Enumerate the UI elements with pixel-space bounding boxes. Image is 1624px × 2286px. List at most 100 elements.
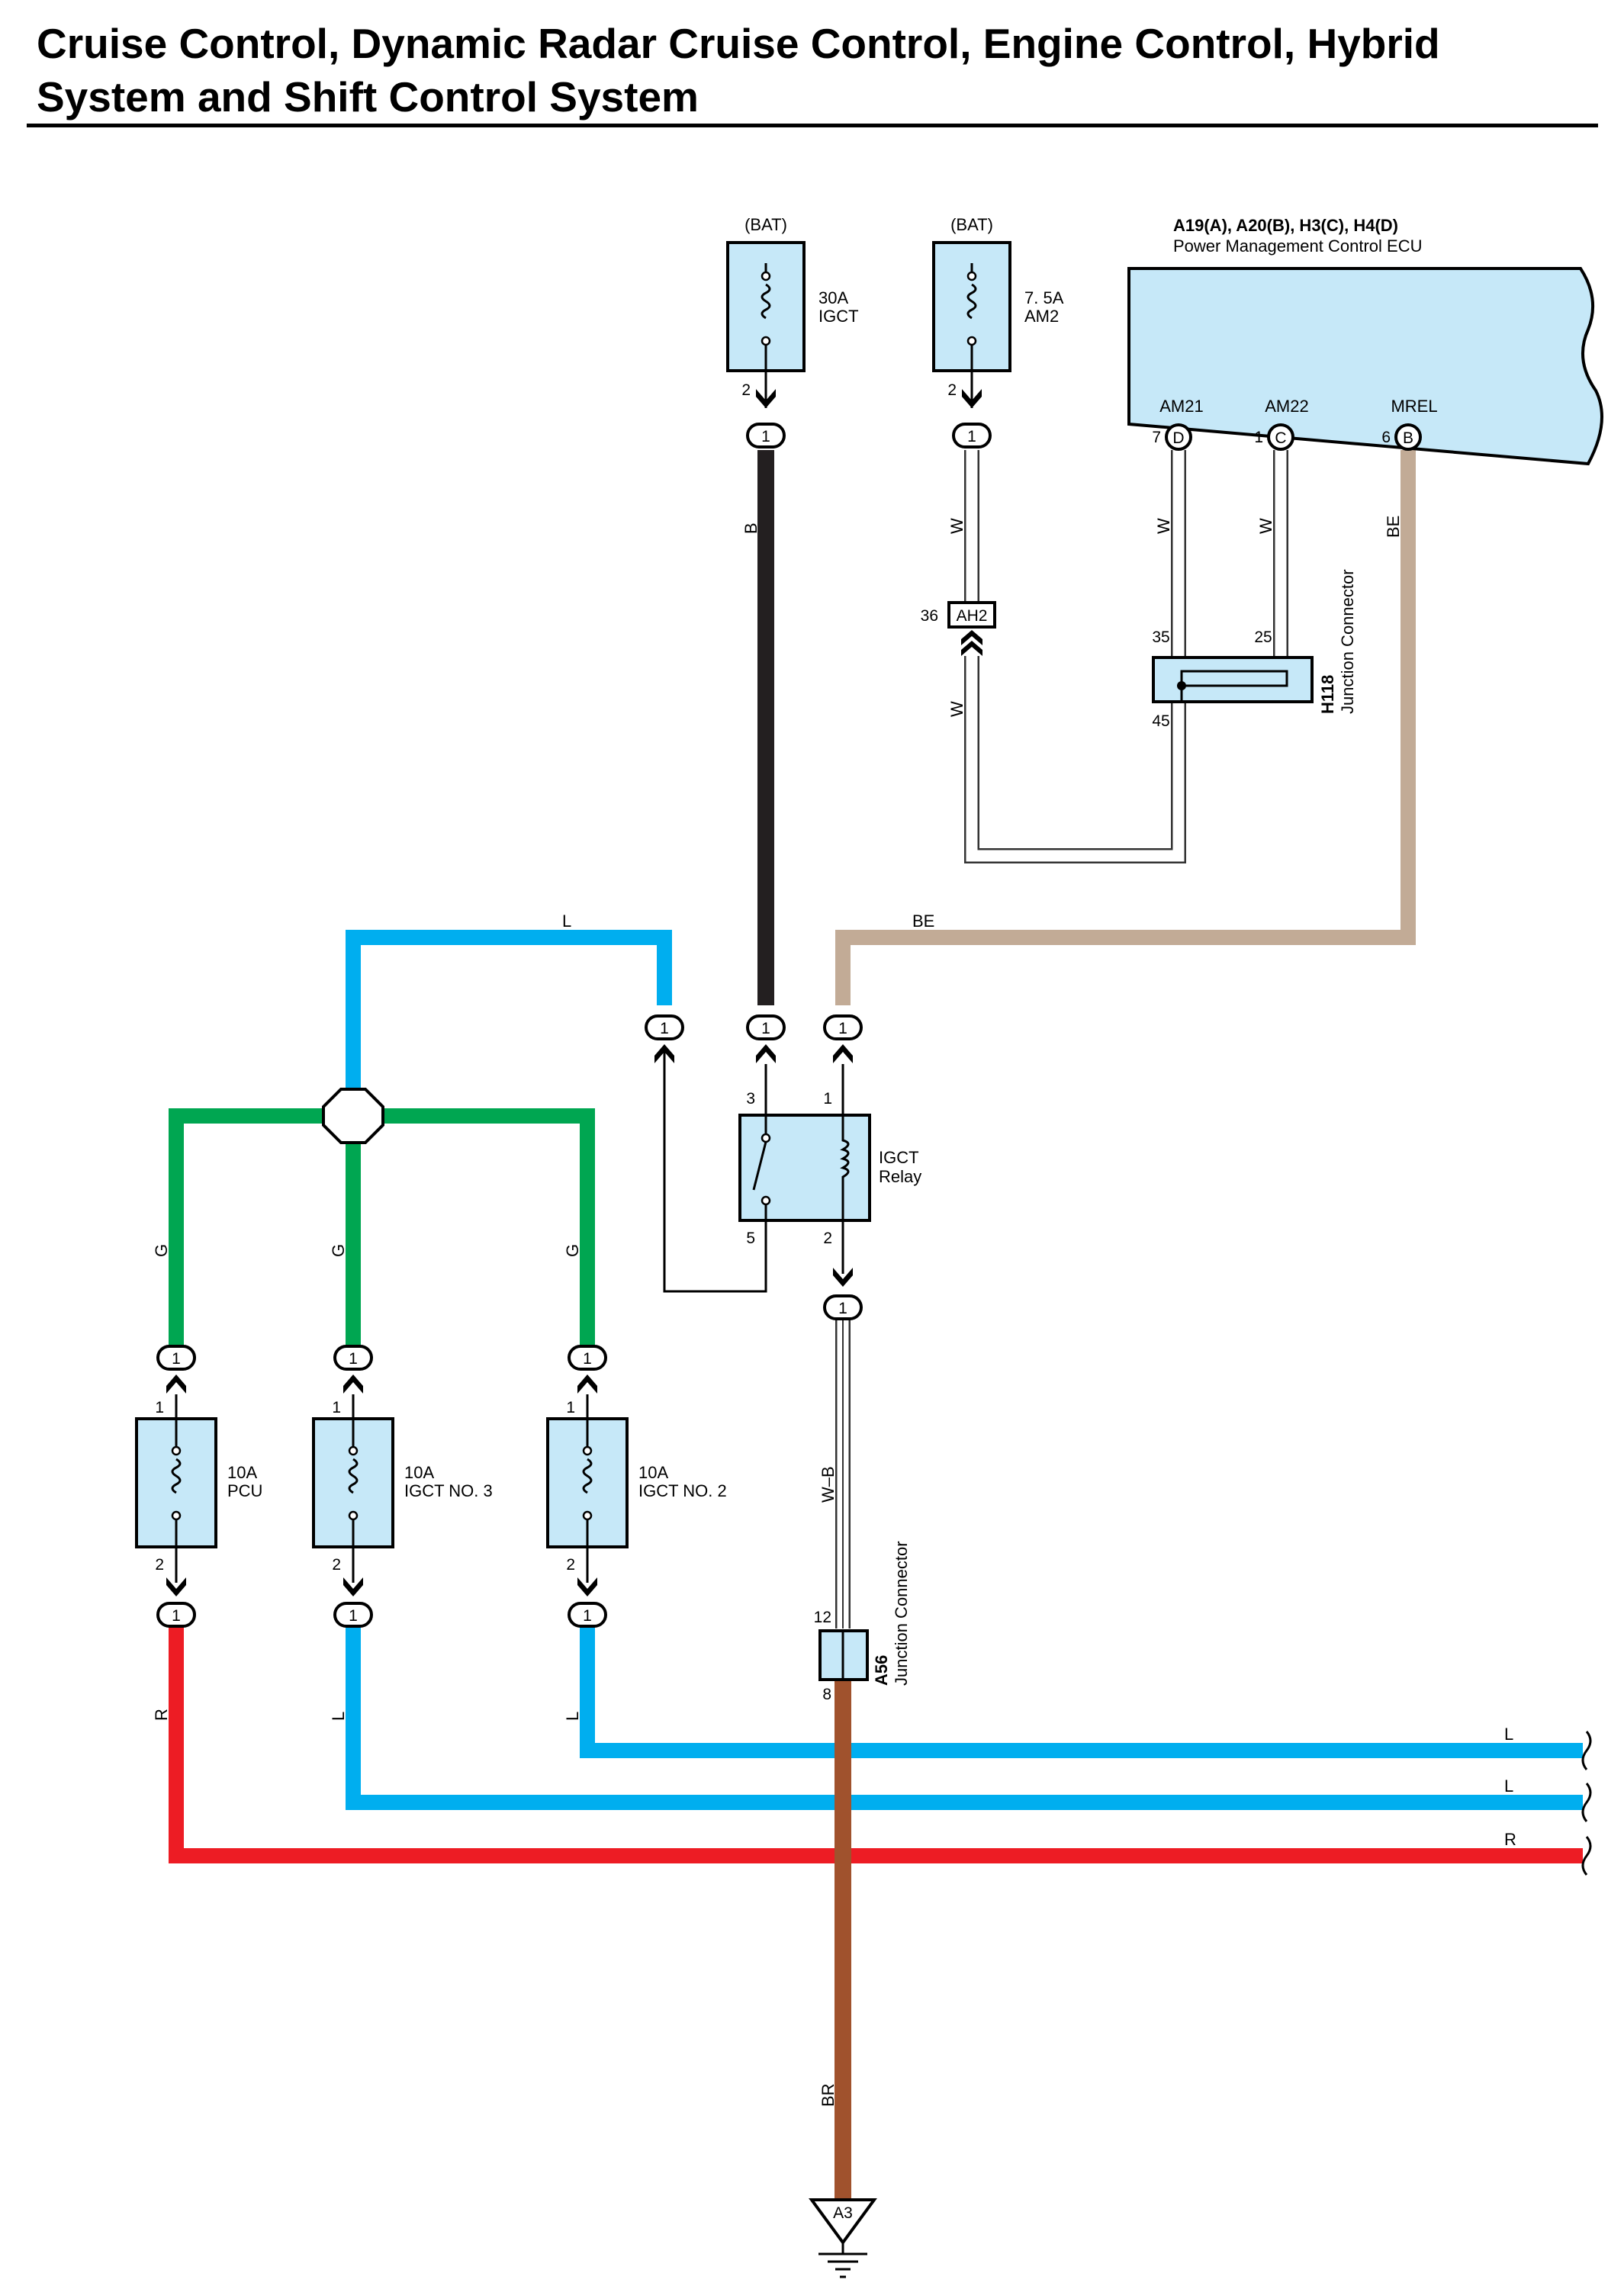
title-rule xyxy=(27,124,1598,127)
ecu-mrel-pin: 6 xyxy=(1381,429,1391,446)
wire-label-g2: G xyxy=(329,1244,348,1257)
connector-igct xyxy=(746,423,786,449)
wire-label-w-am22: W xyxy=(1256,518,1275,534)
ground-a3: A3 xyxy=(809,2198,877,2278)
connector-be-in-pin: 1 xyxy=(838,1020,847,1037)
fuse-no2-pin-top: 1 xyxy=(566,1399,575,1416)
wire-layer xyxy=(169,450,1592,2198)
connector-b-in xyxy=(746,1014,786,1040)
wire-label-l-right1: L xyxy=(1504,1725,1513,1744)
relay-pin-1: 1 xyxy=(823,1090,832,1108)
ah2-box xyxy=(947,601,996,629)
fuse-no2-conn-bottom xyxy=(568,1602,607,1628)
fuse-no3-conn-top xyxy=(333,1345,373,1371)
wire-r-pcu xyxy=(169,1625,1583,1863)
fuse-igct-name: IGCT xyxy=(818,307,859,326)
splice-point xyxy=(322,1088,384,1144)
connector-relay-out-pin: 1 xyxy=(838,1300,847,1317)
connector-b-in-pin: 1 xyxy=(761,1020,770,1037)
fuse-am2-source: (BAT) xyxy=(950,215,993,234)
wire-label-g3: G xyxy=(563,1244,582,1257)
a56-name: Junction Connector xyxy=(892,1541,911,1686)
ecu-terminal-mrel: MREL xyxy=(1391,397,1437,416)
fuse-no3-name: IGCT NO. 3 xyxy=(404,1481,493,1500)
wire-be xyxy=(835,450,1416,1005)
fuse-no2-pin-bottom: 2 xyxy=(566,1556,575,1574)
fuse-no3-rating: 10A xyxy=(404,1463,434,1482)
ecu-am21-connector-letter: D xyxy=(1172,429,1184,447)
fuse-no3-pin-top: 1 xyxy=(332,1399,341,1416)
connector-be-in xyxy=(823,1014,863,1040)
relay-coil-icon xyxy=(840,1115,850,1220)
wire-label-l-no2: L xyxy=(563,1712,582,1721)
ecu-name: Power Management Control ECU xyxy=(1173,236,1422,256)
a56-pin-bottom: 8 xyxy=(822,1686,831,1703)
h118-pin-25: 25 xyxy=(1254,629,1272,646)
junction-connector-h118: 35 25 45 H118 Junction Connector xyxy=(1152,569,1357,730)
h118-code: H118 xyxy=(1318,675,1337,714)
relay-switch-contact-top xyxy=(761,1133,771,1143)
relay-switch-arm xyxy=(752,1141,767,1191)
fuse-no3-contact2 xyxy=(348,1510,359,1521)
wire-label-be-ecu: BE xyxy=(1384,516,1403,538)
wire-label-w-am2-low: W xyxy=(947,701,966,717)
fuse-pcu-conn-top-pin: 1 xyxy=(172,1350,181,1368)
fuse-igct-no2: 1 1 10A IGCT NO. 2 2 1 xyxy=(546,1345,727,1628)
break-mark-r xyxy=(1581,1836,1592,1876)
wire-thin-relay-out xyxy=(663,1049,767,1293)
ecu-terminal-am22: AM22 xyxy=(1265,397,1308,416)
relay-name-1: IGCT xyxy=(879,1148,919,1167)
fuse-no3-conn-bottom-pin: 1 xyxy=(349,1607,358,1625)
h118-pin-45: 45 xyxy=(1152,712,1169,730)
wire-label-l-no3: L xyxy=(329,1712,348,1721)
fuse-no3-contact xyxy=(348,1445,359,1456)
fuse-no2-contact xyxy=(582,1445,593,1456)
fuse-no2-contact2 xyxy=(582,1510,593,1521)
relay-name-2: Relay xyxy=(879,1167,921,1186)
ecu-body xyxy=(1127,267,1603,466)
ecu-am22-pin: 1 xyxy=(1254,429,1263,446)
fuse-pcu-name: PCU xyxy=(227,1481,262,1500)
ah2-chevron2-icon xyxy=(961,641,982,656)
h118-name: Junction Connector xyxy=(1338,569,1357,714)
fuse-no3-pin-bottom: 2 xyxy=(332,1556,341,1574)
connector-am2 xyxy=(952,423,992,449)
wire-label-g1: G xyxy=(152,1244,171,1257)
wire-g-bus xyxy=(169,1108,595,1346)
fuse-pcu-conn-top xyxy=(156,1345,196,1371)
fuse-no2-rating: 10A xyxy=(638,1463,668,1482)
ecu-mrel-connector xyxy=(1394,423,1422,451)
h118-bus xyxy=(1180,670,1288,687)
connector-ah2: 36 AH2 xyxy=(921,601,996,656)
wire-label-r-right: R xyxy=(1504,1830,1516,1849)
fuse-igct-contact2 xyxy=(761,336,771,346)
wire-l-no2 xyxy=(580,1625,1583,1758)
connector-l-in-pin: 1 xyxy=(660,1020,669,1037)
ah2-pin: 36 xyxy=(921,607,938,625)
wire-label-l-top: L xyxy=(562,912,571,931)
wire-labels: B W W W W BE L BE G G G W–B R L L L L R … xyxy=(152,516,1516,2107)
relay-pin-5: 5 xyxy=(746,1230,755,1247)
fuse-no2-conn-top xyxy=(568,1345,607,1371)
fuse-pcu-conn-bottom-pin: 1 xyxy=(172,1607,181,1625)
arrow-up-icon xyxy=(166,1374,186,1394)
arrow-up-icon xyxy=(343,1374,363,1394)
connector-l-in xyxy=(645,1014,684,1040)
arrow-up-icon xyxy=(577,1374,597,1394)
arrow-up-icon xyxy=(833,1044,853,1063)
junction-connector-a56: 12 8 A56 Junction Connector xyxy=(814,1541,911,1703)
relay-pin-3: 3 xyxy=(746,1090,755,1108)
fuse-pcu-rating: 10A xyxy=(227,1463,257,1482)
wire-w-am2-core xyxy=(966,450,1185,862)
wire-l-top xyxy=(346,930,672,1095)
fuse-igct-30a: (BAT) 30A IGCT 2 1 xyxy=(726,215,859,449)
connector-igct-pin: 1 xyxy=(761,428,770,445)
fuse-pcu-pin-bottom: 2 xyxy=(155,1556,164,1574)
fuse-pcu-conn-bottom xyxy=(156,1602,196,1628)
a56-pin-top: 12 xyxy=(814,1609,831,1626)
fuse-igct-rating: 30A xyxy=(818,288,848,307)
fuse-am2-pin: 2 xyxy=(947,381,957,399)
wire-label-be-top: BE xyxy=(912,912,934,931)
power-management-ecu: A19(A), A20(B), H3(C), H4(D) Power Manag… xyxy=(1127,216,1603,466)
